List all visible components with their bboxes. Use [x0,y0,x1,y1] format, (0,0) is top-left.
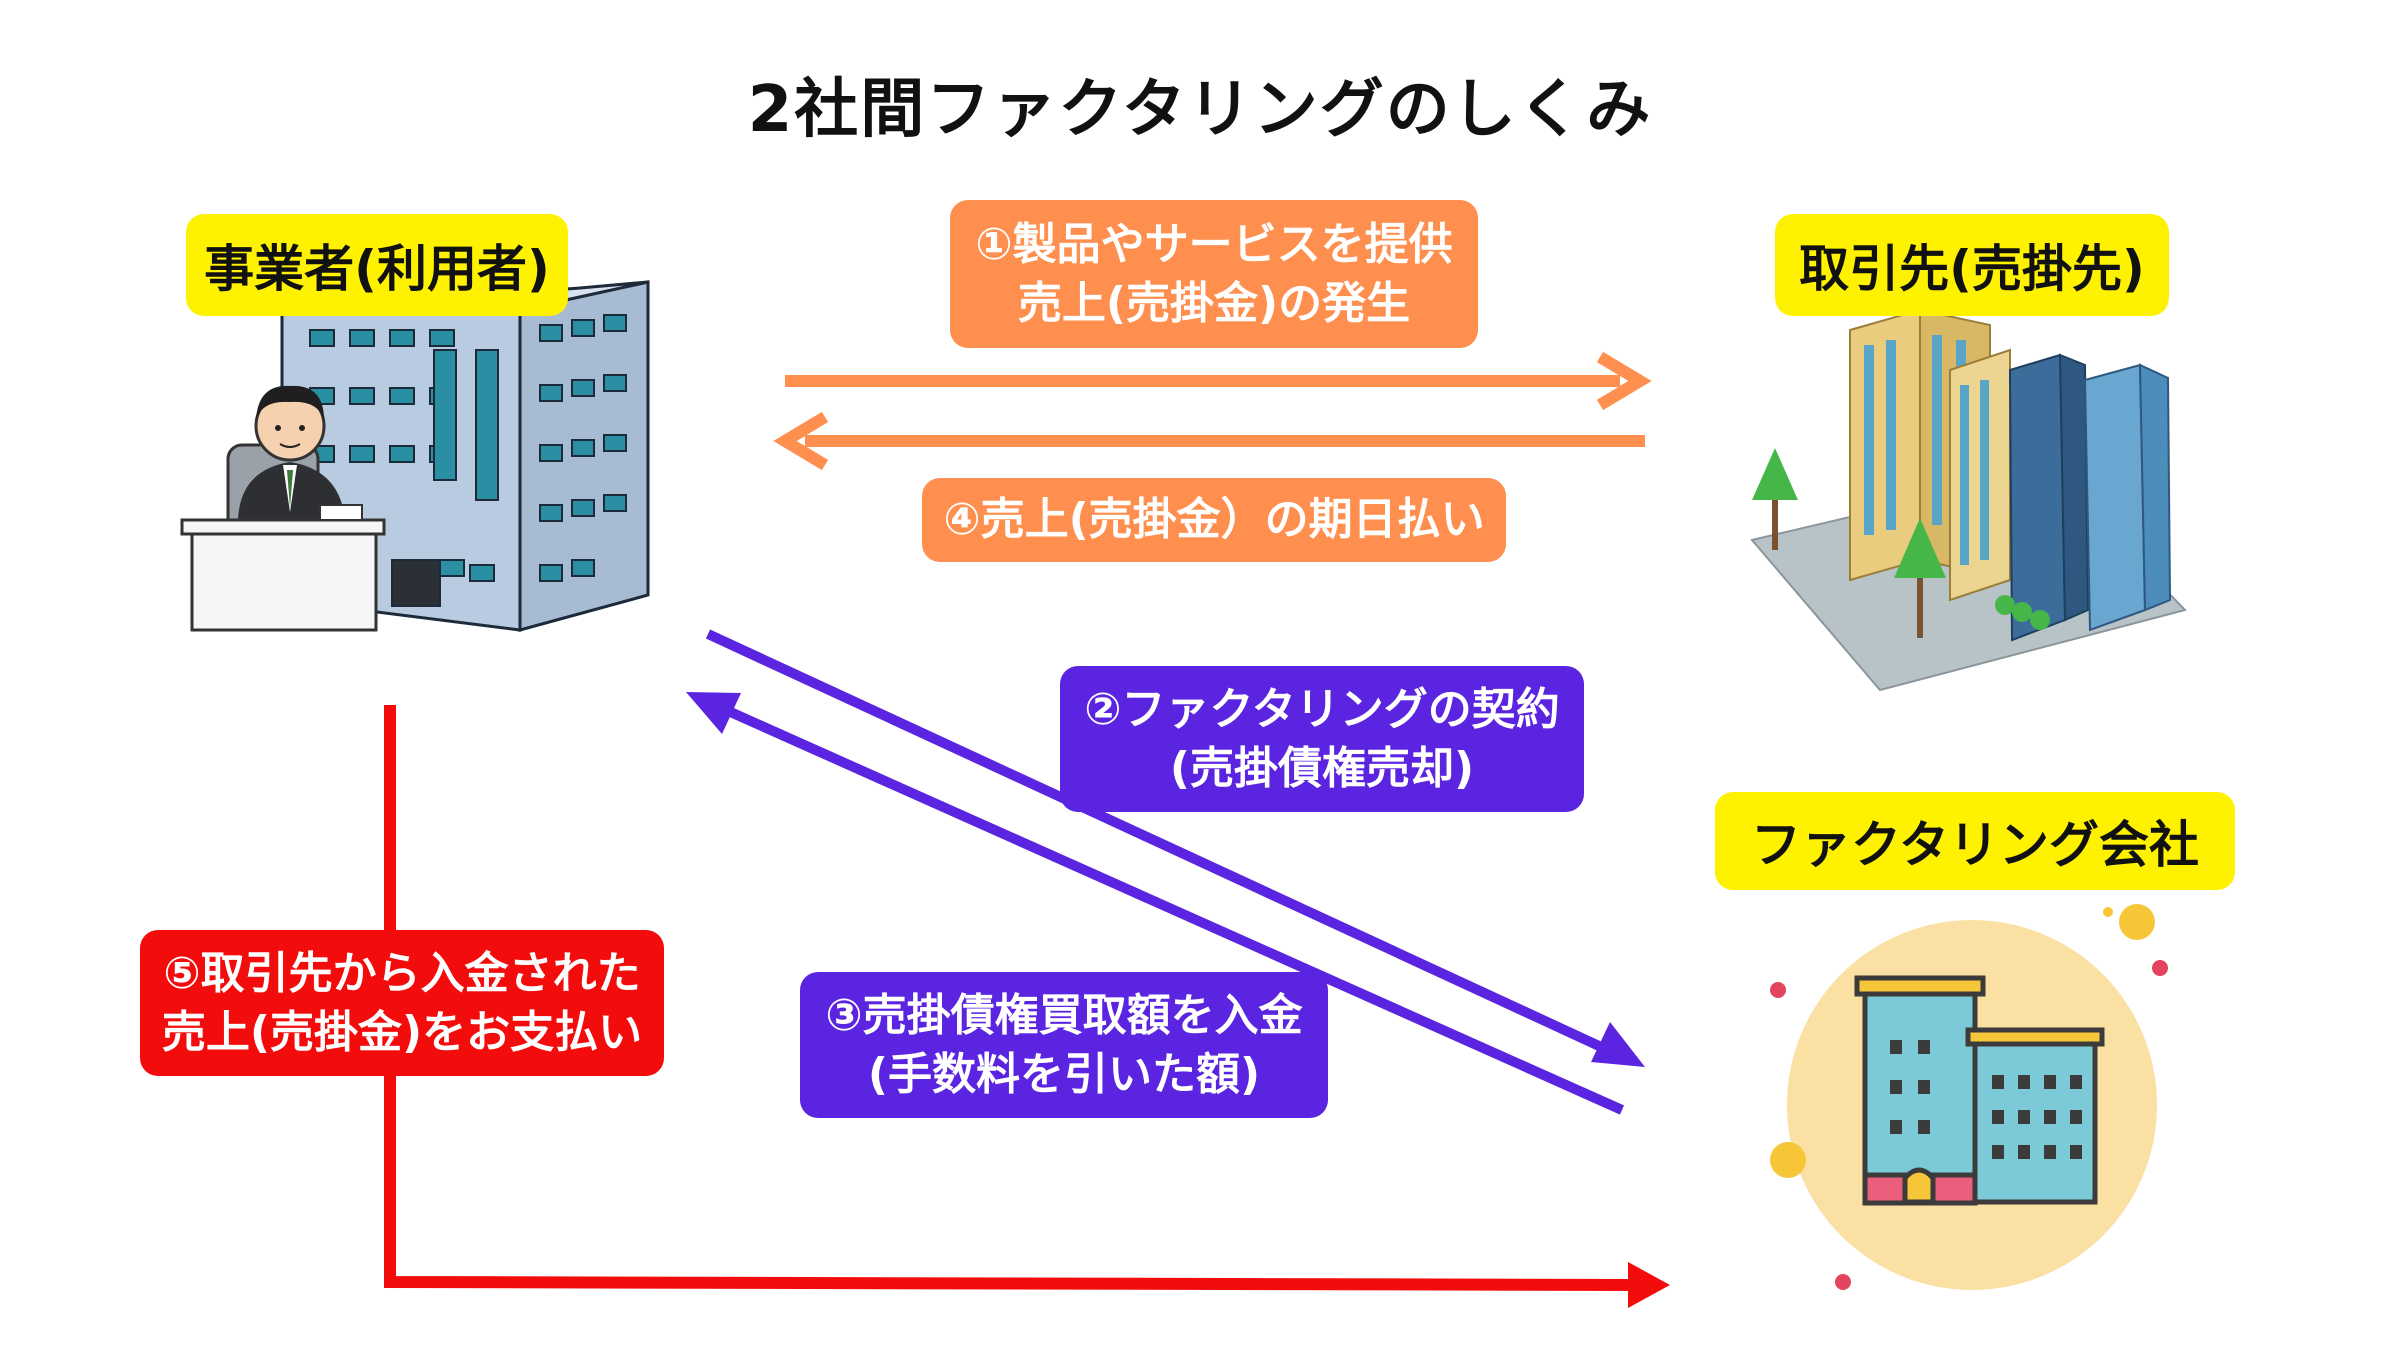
step1-label: ①製品やサービスを提供 売上(売掛金)の発生 [950,200,1478,348]
arrow-payment-on-due-date [773,411,1645,471]
step3-line1: ③売掛債権買取額を入金 [825,989,1303,1041]
label-business: 事業者(利用者) [186,214,568,316]
label-factoring-company-text: ファクタリング会社 [1751,816,2199,874]
arrow-factoring-contract [705,629,1645,1067]
step4-label: ④売上(売掛金）の期日払い [922,478,1506,562]
step5-line2: 売上(売掛金)をお支払い [161,1007,643,1058]
step2-label: ②ファクタリングの契約 (売掛債権売却) [1060,666,1584,812]
arrow-purchase-payment [686,692,1625,1115]
arrow-remit-collected-sales [384,705,1670,1308]
step5-line1: ⑤取引先から入金された [163,947,641,999]
step5-label: ⑤取引先から入金された 売上(売掛金)をお支払い [140,930,664,1076]
step2-line2: (売掛債権売却) [1169,743,1475,794]
step3-line2: (手数料を引いた額) [867,1049,1261,1100]
arrow-provide-goods [785,351,1652,411]
label-factoring-company: ファクタリング会社 [1715,792,2235,890]
step1-line2: 売上(売掛金)の発生 [1017,278,1411,329]
label-business-text: 事業者(利用者) [204,240,550,298]
label-client-text: 取引先(売掛先) [1799,240,2145,298]
step3-label: ③売掛債権買取額を入金 (手数料を引いた額) [800,972,1328,1118]
step4-text: ④売上(売掛金）の期日払い [943,494,1485,546]
label-client: 取引先(売掛先) [1775,214,2169,316]
diagram-title: 2社間ファクタリングのしくみ [747,73,1653,147]
step1-line1: ①製品やサービスを提供 [975,218,1453,270]
step2-line1: ②ファクタリングの契約 [1084,683,1560,735]
